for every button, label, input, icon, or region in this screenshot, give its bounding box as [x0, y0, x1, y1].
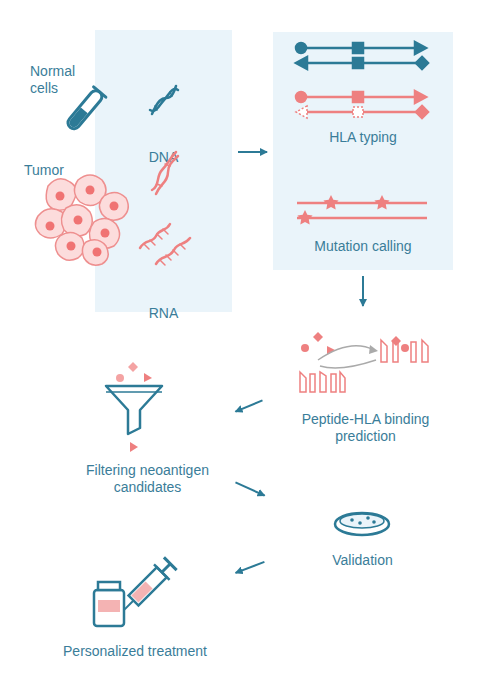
funnel-icon — [128, 362, 138, 372]
treatment-step: Personalized treatment — [40, 560, 230, 665]
node-label: Validation — [270, 552, 455, 569]
flow-arrow — [362, 276, 364, 306]
node-label: HLA typing — [273, 129, 453, 146]
petri-dish-icon — [340, 514, 384, 528]
flow-arrow — [238, 151, 267, 153]
analysis-panel: HLA typingMutation calling — [273, 32, 453, 270]
tumor-cells-icon — [46, 222, 55, 231]
peptide-binding-icon — [331, 374, 336, 392]
syringe-vial-icon — [129, 567, 167, 605]
node-label: RNA — [95, 305, 232, 322]
syringe-vial-icon — [131, 581, 152, 602]
peptide-binding-icon — [300, 332, 428, 392]
tumor-cells-icon — [86, 186, 95, 195]
petri-dish-icon — [350, 516, 376, 525]
peptide-binding-icon — [320, 360, 376, 368]
peptide-binding-icon — [310, 374, 315, 392]
syringe-vial-icon — [162, 564, 170, 572]
test-tube-icon — [68, 108, 88, 129]
petri-dish-icon — [372, 520, 376, 524]
syringe-vial-icon — [124, 600, 134, 610]
funnel-icon — [106, 386, 162, 434]
node-label: Personalized treatment — [40, 643, 230, 660]
validation-step: Validation — [270, 490, 455, 575]
peptide-binding-icon — [300, 340, 428, 392]
node-label: Filtering neoantigen candidates — [65, 462, 230, 496]
syringe-vial-icon — [98, 582, 120, 590]
funnel-icon — [144, 373, 152, 382]
peptide-binding-icon — [401, 344, 409, 352]
peptide-binding-icon — [340, 372, 345, 392]
sample-label: Tumor — [24, 162, 104, 179]
node-label: Mutation calling — [273, 238, 453, 255]
funnel-icon — [106, 391, 162, 393]
binding-step: Peptide-HLA binding prediction — [268, 312, 463, 447]
peptide-binding-icon — [422, 340, 428, 362]
peptide-binding-icon — [327, 346, 335, 355]
syringe-vial-icon — [154, 564, 170, 580]
peptide-binding-icon — [301, 344, 309, 352]
sample-label: Normal cells — [30, 63, 90, 97]
funnel-icon — [116, 374, 124, 382]
syringe-vial-icon — [94, 556, 178, 626]
node-label: DNA — [95, 149, 232, 166]
tumor-cells-icon — [55, 232, 84, 260]
tumor-cells-icon — [46, 179, 76, 210]
petri-dish-icon — [335, 513, 389, 535]
petri-dish-icon — [366, 516, 370, 520]
peptide-binding-icon — [320, 372, 326, 392]
syringe-vial-icon — [94, 590, 124, 626]
syringe-vial-icon — [164, 557, 177, 570]
peptide-binding-icon — [391, 336, 401, 346]
tumor-cells-icon — [35, 209, 66, 238]
peptide-binding-icon — [318, 346, 374, 360]
flow-arrow — [235, 482, 264, 495]
petri-dish-icon — [350, 518, 354, 522]
peptide-binding-icon — [300, 372, 306, 392]
node-label: Peptide-HLA binding prediction — [280, 411, 451, 445]
petri-dish-icon — [335, 513, 389, 535]
peptide-binding-icon — [393, 342, 398, 362]
syringe-vial-icon — [98, 600, 120, 612]
peptide-binding-icon — [381, 340, 387, 362]
input-panel: DNARNA — [95, 30, 232, 312]
tumor-cells-icon — [67, 242, 76, 251]
tumor-cells-icon — [56, 192, 65, 201]
tumor-cells-icon — [61, 205, 92, 236]
peptide-binding-icon — [411, 342, 416, 362]
petri-dish-icon — [358, 521, 362, 525]
filtering-step: Filtering neoantigen candidates — [65, 372, 230, 497]
funnel-icon — [130, 442, 138, 452]
peptide-binding-icon — [369, 345, 378, 354]
funnel-icon — [106, 362, 162, 452]
tumor-cells-icon — [74, 216, 83, 225]
syringe-vial-icon — [116, 556, 178, 618]
peptide-binding-icon — [313, 332, 323, 342]
flow-arrow — [236, 400, 263, 411]
flow-arrow — [236, 562, 265, 573]
